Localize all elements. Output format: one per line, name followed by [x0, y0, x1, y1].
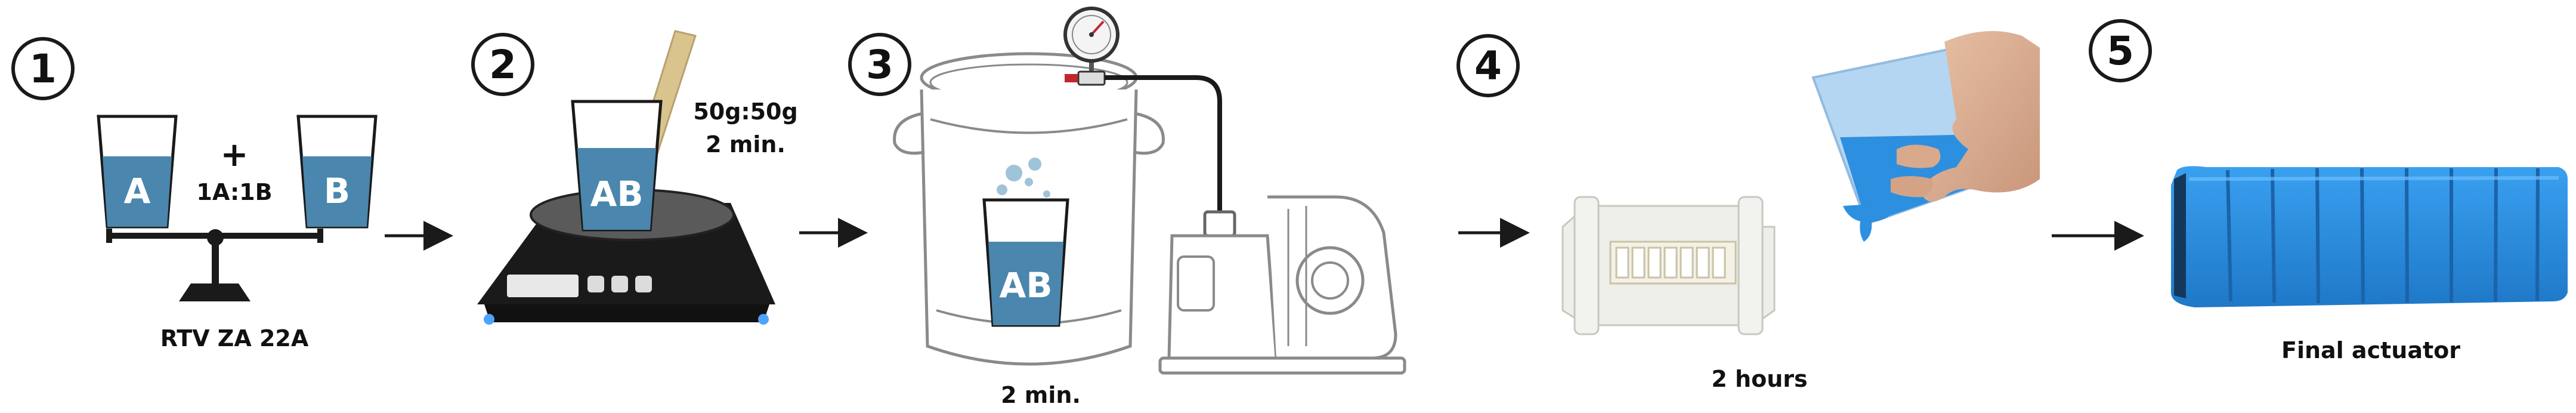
svg-text:5: 5 [2107, 28, 2134, 74]
mix-time-annotation: 2 min. [706, 131, 786, 158]
step-5: 5 Final actuator [2089, 19, 2568, 363]
step-5-number-badge: 5 [2089, 19, 2152, 82]
step-3: 3 [848, 7, 1406, 408]
step-2: 2 AB 50g:50g 2 min. [471, 30, 798, 325]
svg-text:4: 4 [1474, 43, 1502, 89]
cup-a: A [97, 115, 178, 229]
svg-text:AB: AB [590, 174, 643, 214]
mixed-cup: AB [571, 100, 663, 232]
svg-text:3: 3 [866, 42, 893, 88]
step-2-number-badge: 2 [471, 33, 534, 96]
degassing-cup: AB [982, 198, 1069, 327]
plus-sign: + [221, 135, 249, 174]
3d-printed-mold-icon [1561, 196, 1776, 335]
vacuum-pump-icon [1158, 195, 1406, 375]
final-actuator-image [2171, 166, 2568, 307]
hand-icon [1891, 31, 2040, 202]
balance-scale-icon [106, 229, 323, 301]
svg-text:A: A [124, 171, 151, 211]
step-4-caption: 2 hours [1711, 366, 1807, 392]
ratio-annotation: 50g:50g [693, 98, 797, 125]
svg-text:2: 2 [489, 42, 517, 88]
cup-b: B [296, 115, 378, 229]
step-3-number-badge: 3 [848, 33, 911, 96]
step-1-caption: RTV ZA 22A [160, 325, 309, 352]
svg-text:1: 1 [29, 46, 57, 92]
step-3-caption: 2 min. [1001, 382, 1081, 408]
ratio-label: 1A:1B [196, 179, 272, 205]
svg-text:B: B [324, 171, 350, 211]
step-4: 4 2 hours [1456, 31, 2040, 392]
step-1-number-badge: 1 [11, 37, 75, 100]
vacuum-gauge-icon [1063, 7, 1120, 86]
svg-text:AB: AB [999, 265, 1052, 306]
step-1: 1 A B + 1A:1B RTV ZA 22A [11, 37, 378, 352]
step-4-number-badge: 4 [1456, 34, 1520, 97]
vacuum-hose [1105, 75, 1222, 212]
step-5-caption: Final actuator [2281, 337, 2460, 363]
